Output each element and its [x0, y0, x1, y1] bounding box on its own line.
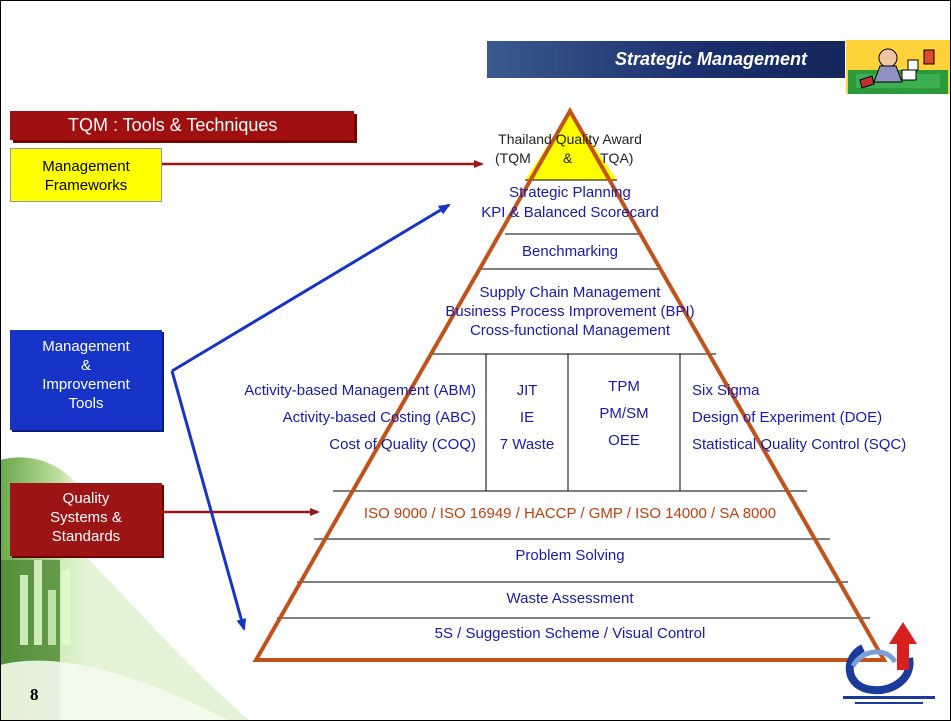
tool-oee: OEE	[608, 432, 640, 449]
apex-tqa: TQA)	[600, 150, 634, 166]
tool-six-sigma: Six Sigma	[692, 382, 760, 399]
tool-coq: Cost of Quality (COQ)	[329, 436, 476, 453]
arrow-tools-up	[171, 203, 451, 373]
strategic-planning: Strategic Planning	[509, 184, 631, 201]
tool-pm-sm: PM/SM	[599, 405, 649, 422]
apex-title: Thailand Quality Award	[498, 131, 642, 147]
tqm-tools-banner: TQM : Tools & Techniques	[10, 111, 354, 140]
tool-7-waste: 7 Waste	[499, 436, 555, 453]
business-process-improvement: Business Process Improvement (BPI)	[445, 303, 695, 320]
label-line: Tools	[68, 395, 104, 412]
apex-triangle	[525, 111, 617, 180]
tool-tpm: TPM	[608, 378, 640, 395]
header-bar	[487, 41, 845, 78]
label-line: Systems &	[50, 509, 122, 526]
standards-layer: ISO 9000 / ISO 16949 / HACCP / GMP / ISO…	[363, 505, 777, 522]
tool-abc: Activity-based Costing (ABC)	[282, 409, 476, 426]
kpi-balanced-scorecard: KPI & Balanced Scorecard	[481, 204, 659, 221]
apex-tqm: (TQM	[495, 150, 531, 166]
tool-ie: IE	[519, 409, 535, 426]
label-line: Management	[42, 158, 130, 175]
tool-doe: Design of Experiment (DOE)	[692, 409, 883, 426]
tool-jit: JIT	[516, 382, 538, 399]
management-frameworks-label: Management Frameworks	[10, 148, 162, 202]
businessman-clipart-icon	[846, 40, 950, 94]
header-title: Strategic Management	[614, 49, 807, 69]
tool-abm: Activity-based Management (ABM)	[244, 382, 476, 399]
management-improvement-tools-label: Management & Improvement Tools	[10, 330, 162, 430]
cross-functional-management: Cross-functional Management	[469, 322, 671, 339]
label-line: Quality	[62, 490, 110, 507]
page-number: 8	[30, 685, 39, 704]
base-layer: 5S / Suggestion Scheme / Visual Control	[434, 625, 706, 642]
tool-sqc: Statistical Quality Control (SQC)	[692, 436, 907, 453]
problem-solving-layer: Problem Solving	[515, 547, 625, 564]
quality-systems-standards-label: Quality Systems & Standards	[10, 483, 162, 556]
pyramid-outline	[252, 106, 888, 662]
label-line: Frameworks	[44, 177, 128, 194]
benchmarking: Benchmarking	[522, 243, 618, 260]
label-line: Standards	[51, 528, 121, 545]
label-line: &	[80, 357, 91, 374]
arrow-tools-down	[170, 370, 247, 631]
label-line: Management	[42, 338, 130, 355]
institute-logo-icon	[843, 622, 935, 704]
apex-ampersand: &	[563, 150, 573, 166]
supply-chain-management: Supply Chain Management	[479, 284, 661, 301]
label-line: Improvement	[42, 376, 130, 393]
waste-assessment-layer: Waste Assessment	[506, 590, 634, 607]
